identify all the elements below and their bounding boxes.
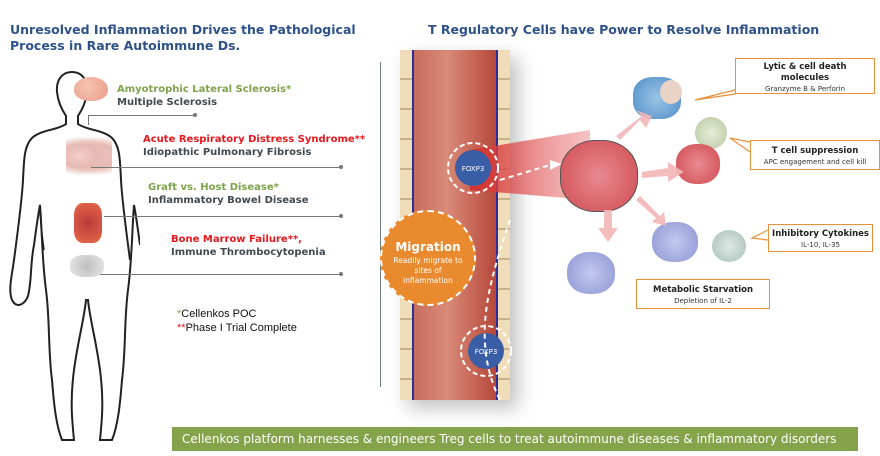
migration-title: Migration	[395, 240, 461, 254]
right-title: T Regulatory Cells have Power to Resolve…	[428, 22, 820, 37]
migration-text-line: inflammation	[403, 276, 453, 285]
callout-subtitle: IL-10, IL-35	[801, 241, 840, 249]
arrow-to-lytic	[616, 110, 652, 140]
pointer-lytic	[694, 89, 736, 101]
disease-primary: Graft vs. Host Disease*	[148, 182, 279, 193]
migration-text: Readily migrate to sites of inflammation	[380, 256, 476, 286]
pelvis-leader	[100, 274, 341, 275]
callout-pointers	[694, 89, 769, 241]
callout-title: Metabolic Starvation	[652, 285, 754, 295]
disease-primary: Acute Respiratory Distress Syndrome**	[143, 134, 366, 145]
pointer-cytokines	[749, 229, 769, 241]
summary-banner: Cellenkos platform harnesses & engineers…	[172, 427, 858, 451]
left-title-line1: Unresolved Inflammation Drives the Patho…	[10, 22, 356, 37]
callout-cytokines: Inhibitory Cytokines IL-10, IL-35	[768, 224, 873, 252]
legend-label: Phase I Trial Complete	[185, 322, 297, 334]
callout-subtitle: APC engagement and cell kill	[763, 158, 867, 166]
lungs-icon	[66, 136, 112, 176]
migration-text-line: sites of	[414, 266, 442, 275]
disease-secondary: Idiopathic Pulmonary Fibrosis	[143, 147, 312, 158]
intestine-leader	[104, 216, 341, 217]
pointer-suppression	[729, 137, 751, 153]
pelvis-icon	[70, 255, 104, 277]
apc-cell	[676, 144, 720, 184]
treg-cell-top: FOXP3	[447, 142, 499, 194]
leader-dot	[339, 272, 343, 276]
suppressed-t-cell	[695, 117, 727, 149]
disease-entry-lungs: Acute Respiratory Distress Syndrome** Id…	[143, 133, 365, 159]
foxp3-label: FOXP3	[462, 165, 485, 173]
arrow-to-starvation	[598, 210, 618, 242]
disease-entry-bone-marrow: Bone Marrow Failure**, Immune Thrombocyt…	[171, 233, 326, 259]
disease-secondary: Inflammatory Bowel Disease	[148, 195, 309, 206]
disease-secondary: Multiple Sclerosis	[117, 97, 218, 108]
intestine-icon	[74, 203, 102, 243]
callout-title: molecules	[780, 73, 830, 83]
callout-suppression: T cell suppression APC engagement and ce…	[750, 140, 880, 170]
disease-primary: Bone Marrow Failure**,	[171, 234, 302, 245]
callout-starvation: Metabolic Starvation Depletion of IL-2	[636, 279, 770, 309]
inflammatory-cell	[560, 140, 638, 212]
leader-dot	[193, 113, 197, 117]
callout-title: Lytic & cell death	[763, 62, 847, 72]
callout-subtitle: Granzyme B & Perforin	[764, 85, 846, 93]
lungs-leader	[91, 167, 341, 168]
left-title: Unresolved Inflammation Drives the Patho…	[10, 22, 356, 54]
brain-leader	[88, 115, 195, 116]
effect-arrows	[598, 110, 684, 242]
migration-path	[483, 160, 562, 401]
legend-item-poc: *Cellenkos POC	[177, 307, 297, 321]
brain-leader-vertical	[88, 115, 89, 125]
cytokine-cluster	[712, 230, 746, 262]
legend-marker: *	[177, 308, 182, 320]
vessel-membrane-right	[496, 50, 498, 400]
disease-entry-brain: Amyotrophic Lateral Sclerosis* Multiple …	[117, 83, 291, 109]
legend-label: Cellenkos POC	[181, 308, 257, 320]
callout-subtitle: Depletion of IL-2	[674, 297, 732, 305]
effector-cell	[652, 222, 698, 262]
apoptotic-body	[660, 80, 682, 104]
disease-primary: Amyotrophic Lateral Sclerosis*	[117, 84, 292, 95]
migration-circle	[380, 210, 476, 306]
human-body-outline	[9, 71, 140, 441]
vessel-wall-right	[498, 50, 510, 400]
leader-dot	[339, 165, 343, 169]
legend-item-phase1: **Phase I Trial Complete	[177, 321, 297, 335]
arrow-to-suppression	[642, 162, 684, 182]
starved-cell	[567, 252, 615, 294]
callout-title: T cell suppression	[771, 146, 859, 156]
migration-text-line: Readily migrate to	[393, 256, 463, 265]
disease-secondary: Immune Thrombocytopenia	[171, 247, 326, 258]
disease-entry-intestine: Graft vs. Host Disease* Inflammatory Bow…	[148, 181, 309, 207]
panel-divider	[380, 62, 381, 387]
brain-icon	[74, 77, 108, 101]
callout-title: Inhibitory Cytokines	[772, 229, 869, 239]
arrow-to-cytokines	[636, 196, 666, 226]
legend: *Cellenkos POC **Phase I Trial Complete	[177, 307, 297, 335]
legend-marker: **	[177, 322, 186, 334]
left-title-line2: Process in Rare Autoimmune Ds.	[10, 38, 241, 53]
leader-dot	[339, 214, 343, 218]
callout-lytic: Lytic & cell death molecules Granzyme B …	[735, 58, 875, 94]
